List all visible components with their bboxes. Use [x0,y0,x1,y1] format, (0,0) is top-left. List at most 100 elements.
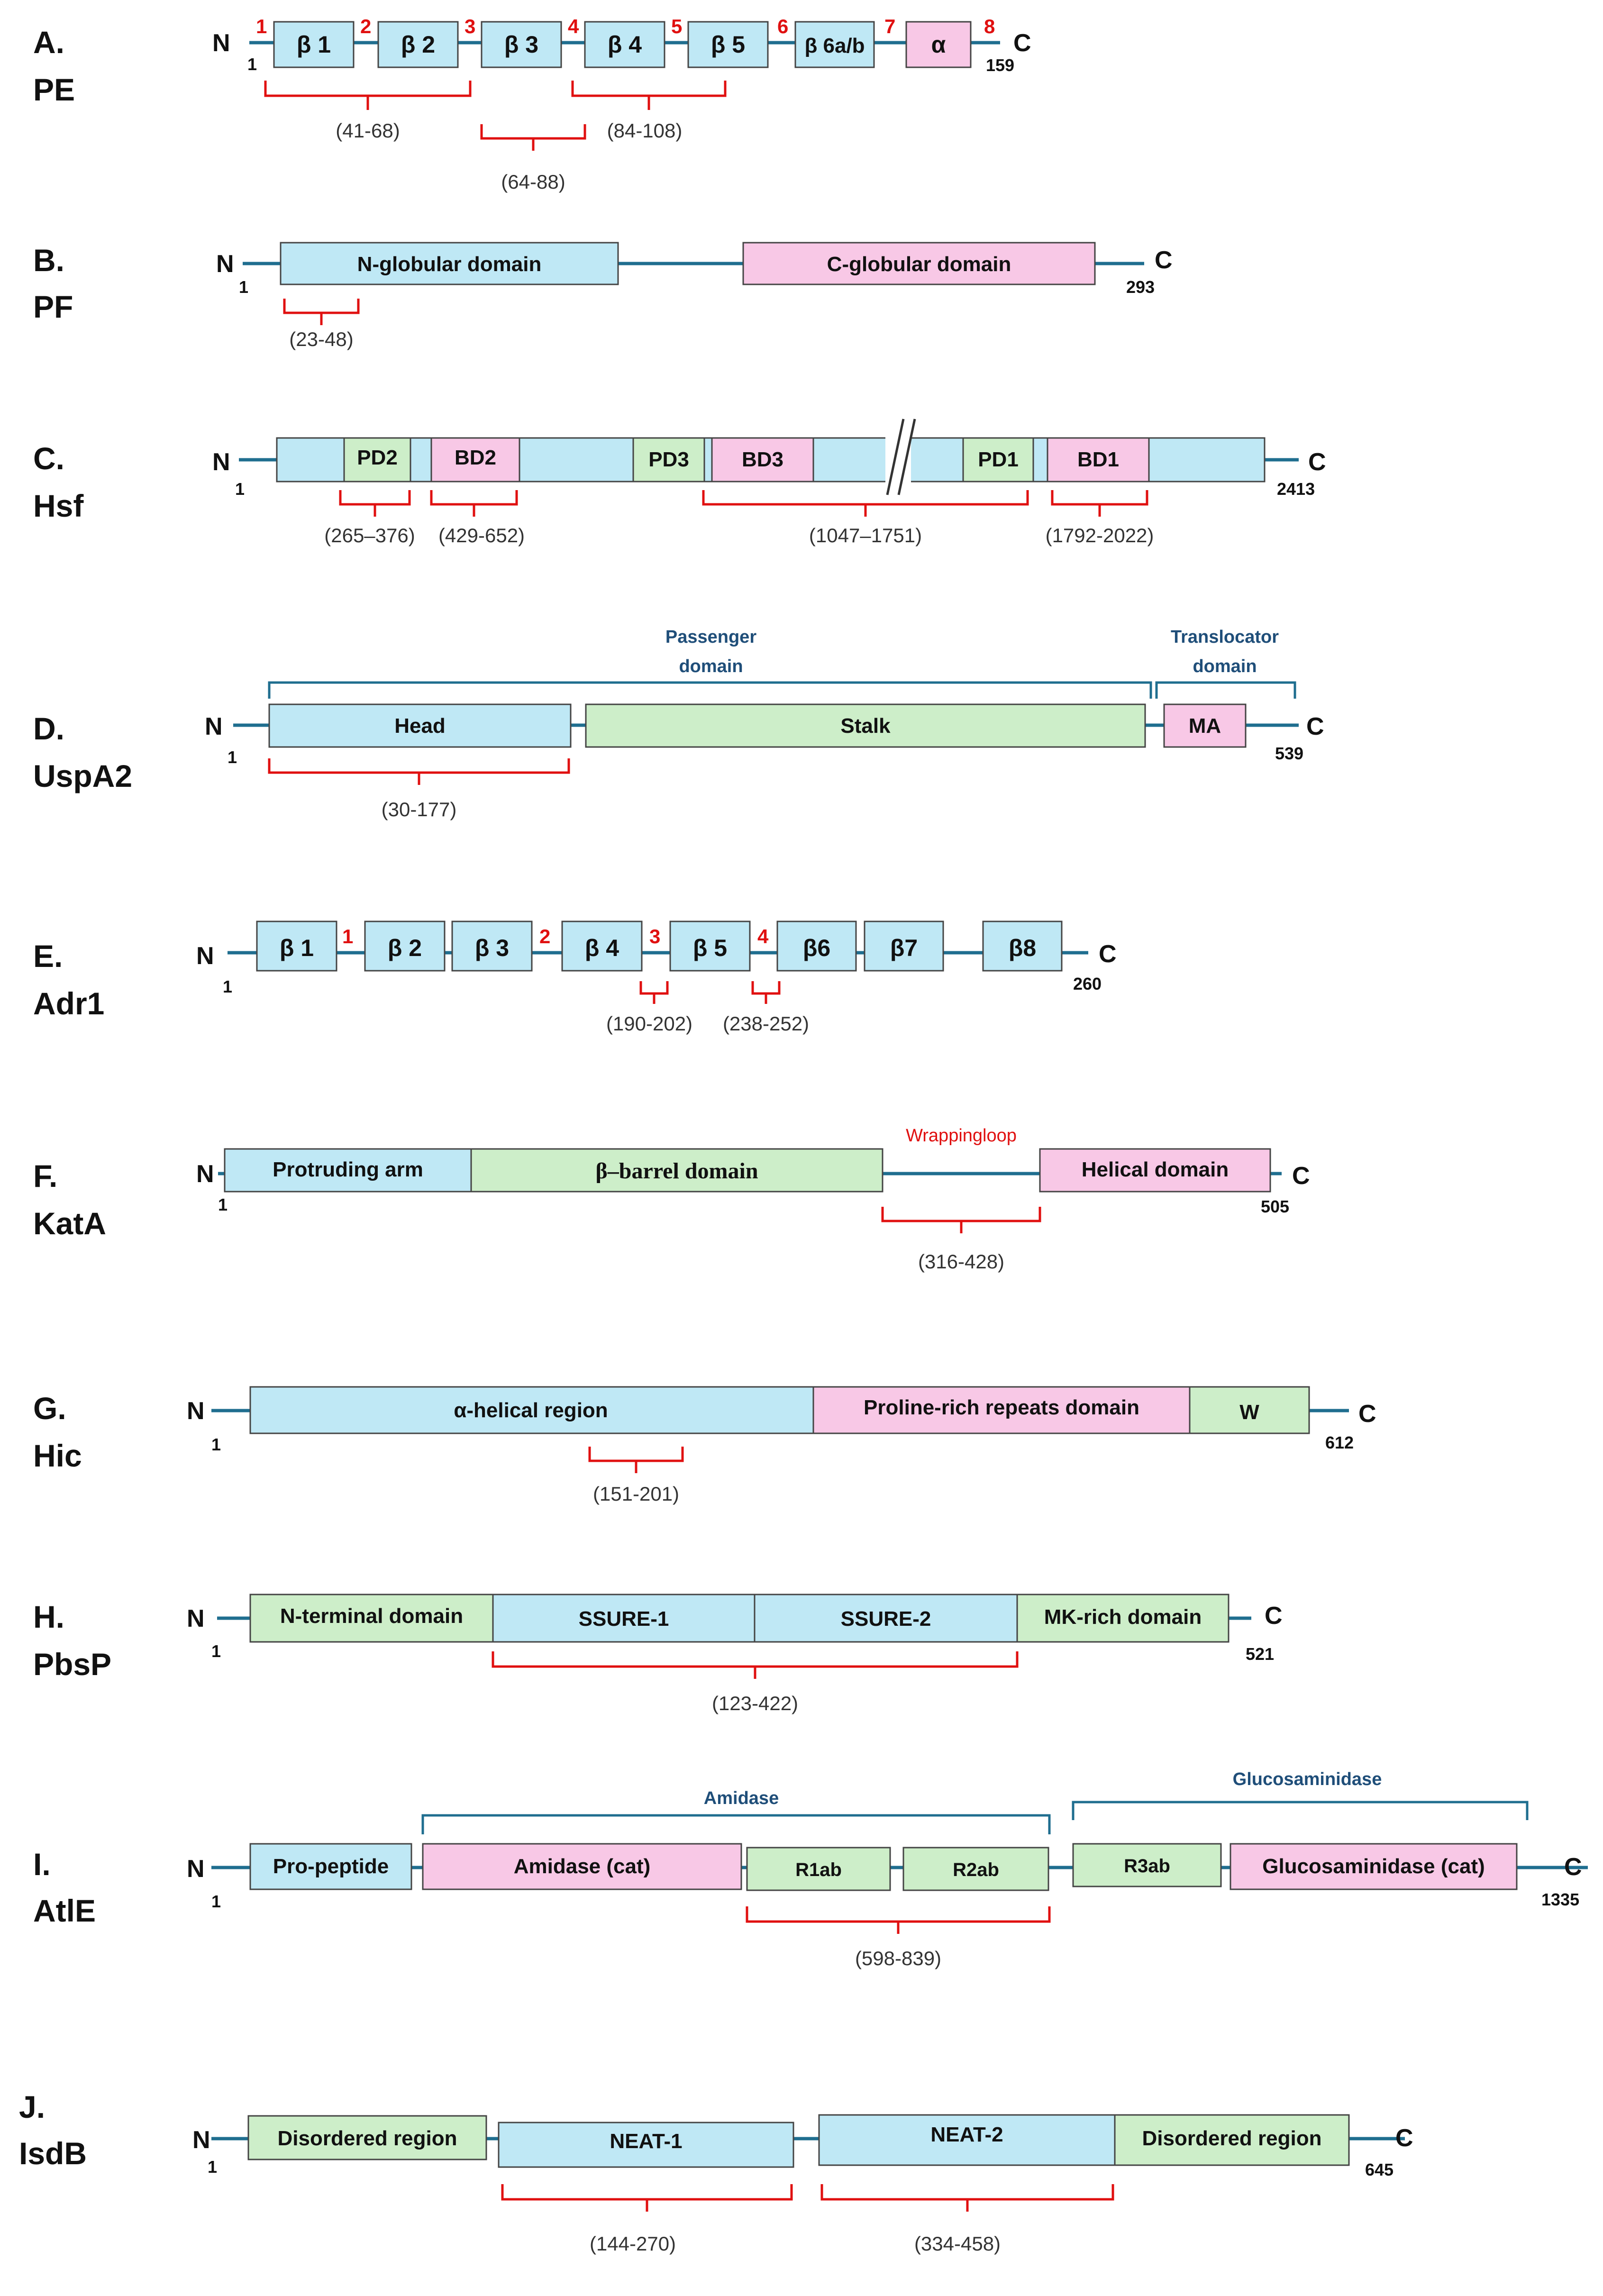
domain-label: Amidase (cat) [514,1855,651,1878]
domain-label: NEAT-2 [930,2123,1003,2146]
panel-f: F. KatA N 1 Protruding arm β–barrel doma… [33,1126,1310,1273]
panel-letter: D. [33,711,64,746]
domain-label: Proline-rich repeats domain [864,1396,1139,1419]
protein-name: Hsf [33,488,84,523]
panel-i: I. AtlE Amidase Glucosaminidase N 1 Pro-… [33,1769,1588,1969]
protein-name: Hic [33,1438,82,1473]
domain-box [1163,703,1247,748]
glucosaminidase-label: Glucosaminidase [1233,1769,1382,1789]
panel-letter: A. [33,25,64,60]
domain-label: Helical domain [1082,1158,1229,1181]
domain-box [711,437,814,483]
domain-box [1230,1843,1518,1890]
c-terminus: C [1395,2124,1413,2152]
domain-box [256,920,337,972]
panel-letter: I. [33,1847,51,1882]
domain-label: β7 [890,935,918,961]
n-terminus: N [212,29,230,57]
range-label: (238-252) [723,1012,809,1035]
range-label: (190-202) [606,1012,692,1035]
domain-label: β 1 [297,31,331,58]
domain-label: β 4 [585,935,619,961]
domain-label: Disordered region [1142,2127,1322,2150]
start-residue: 1 [208,2157,217,2177]
c-terminus: C [1265,1602,1283,1630]
protein-name: AtlE [33,1893,96,1928]
panel-c: C. Hsf N 1 PD2 BD2 PD3 BD3 PD1 BD1 C 241… [33,417,1326,547]
domain-label: Stalk [840,714,891,738]
domain-label: α-helical region [454,1399,608,1422]
domain-label: Head [394,714,446,738]
domain-box [812,1386,1191,1434]
domain-box [818,2114,1116,2166]
domain-label: BD2 [455,446,496,469]
range-bracket [639,981,669,1004]
end-residue: 2413 [1277,479,1315,499]
protein-name: IsdB [19,2136,87,2171]
domain-label: β 3 [504,31,538,58]
domain-label: Pro-peptide [273,1855,389,1878]
protein-name: KatA [33,1206,106,1241]
domain-box [1047,437,1150,483]
domain-box [585,703,1146,748]
panel-letter: G. [33,1391,66,1426]
domain-label: β 3 [475,935,509,961]
domain-box [247,2115,487,2160]
range-label: (1792-2022) [1046,524,1154,547]
n-terminus: N [205,713,223,740]
domain-box [962,437,1034,483]
protein-name: UspA2 [33,758,132,793]
domain-box [687,21,769,68]
range-label: (84-108) [607,119,683,142]
end-residue: 260 [1073,974,1102,993]
range-bracket [492,1651,1019,1679]
n-terminus: N [196,942,214,970]
start-residue: 1 [211,1435,221,1454]
domain-label: β 5 [711,31,745,58]
domain-label: MA [1189,714,1221,738]
panel-a: A. PE N 1 β 1 β 2 β 3 β 4 β 5 β 6a/b α 1… [33,15,1031,193]
domain-box [742,242,1096,285]
c-terminus: C [1155,246,1173,274]
domain-box [982,920,1063,972]
range-label: (429-652) [438,524,525,547]
range-label: (151-201) [593,1483,679,1505]
c-terminus: C [1358,1400,1376,1428]
range-bracket [430,490,518,517]
domain-label: R1ab [795,1859,842,1880]
loop-number: 3 [649,925,660,948]
panel-g: G. Hic N 1 α-helical region Proline-rich… [33,1386,1376,1505]
domain-box [249,1594,494,1643]
n-terminus: N [187,1397,205,1425]
range-bracket [268,758,570,785]
domain-label: β 1 [280,935,314,961]
domain-box [451,920,533,972]
loop-number: 7 [884,15,895,37]
loop-number: 6 [777,15,788,37]
panel-letter: J. [19,2089,45,2124]
loop-number: 4 [757,925,769,948]
domain-label: R3ab [1124,1856,1170,1877]
amidase-bracket [421,1814,1051,1834]
panel-letter: C. [33,441,64,476]
loop-number: 3 [465,15,475,37]
range-bracket [339,490,411,517]
domain-label: BD3 [742,448,783,471]
start-residue: 1 [218,1195,228,1214]
panel-h: H. PbsP N 1 N-terminal domain SSURE-1 SS… [33,1594,1283,1714]
domain-box [377,21,459,68]
domain-label: β 5 [693,935,727,961]
domain-label: β6 [803,935,830,961]
loop-number: 2 [539,925,550,948]
translocator-label: Translocator [1171,627,1279,647]
range-bracket [588,1447,684,1473]
start-residue: 1 [211,1641,221,1661]
end-residue: 1335 [1541,1890,1579,1909]
loop-number: 1 [342,925,353,948]
domain-label: Glucosaminidase (cat) [1262,1855,1485,1878]
domain-label: β–barrel domain [595,1158,758,1184]
c-terminus: C [1564,1853,1582,1881]
domain-box [470,1148,883,1193]
loop-number: 2 [360,15,371,37]
